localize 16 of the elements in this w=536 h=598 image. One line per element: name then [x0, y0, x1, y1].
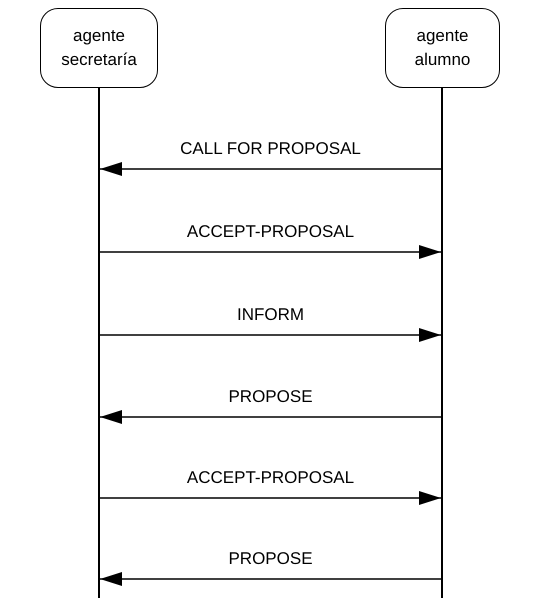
message-label: ACCEPT-PROPOSAL [186, 222, 354, 242]
lifeline [441, 88, 443, 598]
message-arrow [100, 410, 441, 424]
message-label: PROPOSE [228, 549, 313, 569]
participant-box: agente alumno [385, 8, 500, 88]
message-arrow [100, 491, 441, 505]
participant-box: agente secretaría [40, 8, 158, 88]
lifeline [98, 88, 100, 598]
message-label: ACCEPT-PROPOSAL [186, 468, 354, 488]
message-arrow [100, 245, 441, 259]
message-label: PROPOSE [228, 387, 313, 407]
message-arrow [100, 572, 441, 586]
message-arrow [100, 162, 441, 176]
message-label: CALL FOR PROPOSAL [180, 139, 361, 159]
message-label: INFORM [236, 305, 304, 325]
message-arrow [100, 328, 441, 342]
